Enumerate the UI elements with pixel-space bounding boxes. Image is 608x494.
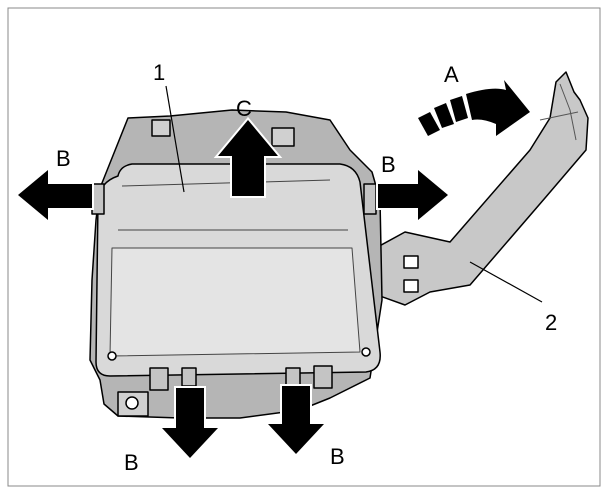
label-arrow-c: C	[236, 96, 252, 121]
arrow-b-right-icon	[376, 165, 452, 225]
arrow-a-icon	[418, 80, 530, 136]
ecu-module	[91, 163, 381, 391]
label-arrow-b-bottom-left: B	[124, 450, 139, 475]
arrow-c-icon	[213, 116, 283, 198]
bracket	[371, 71, 589, 306]
label-arrow-b-left: B	[56, 146, 71, 171]
arrow-b-down-left-icon	[157, 386, 223, 461]
label-arrow-a: A	[444, 62, 459, 87]
label-arrow-b-right: B	[381, 152, 396, 177]
arrow-b-left-icon	[14, 165, 94, 225]
leader-line-1	[165, 85, 185, 193]
leader-line-2	[469, 261, 543, 303]
label-part-1: 1	[153, 60, 165, 85]
label-arrow-b-bottom-right: B	[330, 444, 345, 469]
arrow-b-down-right-icon	[263, 384, 329, 457]
label-part-2: 2	[545, 310, 557, 335]
